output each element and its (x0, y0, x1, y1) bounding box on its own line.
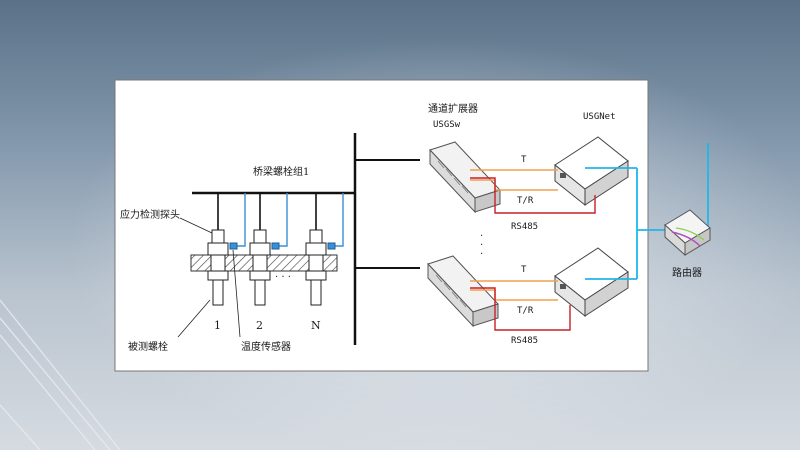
vertical-dots-2: . (480, 237, 483, 248)
extender-device-top (429, 141, 501, 214)
label-rs485-bottom: RS485 (511, 336, 538, 346)
bolt-number-1: 1 (214, 319, 221, 332)
probe-drops (217, 193, 317, 230)
bolt-number-n: N (311, 319, 321, 332)
extender-device-bottom (427, 255, 499, 328)
temp-cables (236, 193, 344, 247)
temp-sensor-label: 温度传感器 (241, 340, 291, 353)
label-tr-bottom: T/R (517, 306, 534, 316)
extender-title: 通道扩展器 (428, 102, 478, 115)
extender-model: USGSw (433, 120, 461, 130)
stress-probe-label: 应力检测探头 (120, 208, 180, 221)
router-label: 路由器 (672, 266, 702, 279)
label-rs485-top: RS485 (511, 222, 538, 232)
router-icon (664, 209, 711, 257)
bolt-group-label: 桥梁螺栓组1 (253, 165, 309, 178)
label-t-top: T (521, 155, 527, 165)
bolt-label: 被测螺栓 (128, 340, 168, 353)
bolt-1 (207, 229, 238, 306)
usgnet-device-bottom (554, 247, 629, 318)
bolt-dots: . . . (275, 269, 291, 280)
vertical-dots: . (480, 228, 483, 239)
usgnet-title: USGNet (583, 112, 616, 122)
bolt-n (305, 229, 336, 306)
diagram-panel (114, 79, 649, 372)
bolt-number-2: 2 (256, 319, 263, 332)
power-lines (0, 299, 121, 450)
cables-bottom (470, 280, 571, 331)
cables-top (470, 169, 596, 214)
label-t-bottom: T (521, 265, 527, 275)
leader-lines (177, 217, 241, 338)
vertical-dots-3: . (480, 246, 483, 257)
bolt-2 (249, 229, 280, 306)
usgnet-device-top (554, 136, 629, 207)
label-tr-top: T/R (517, 196, 534, 206)
